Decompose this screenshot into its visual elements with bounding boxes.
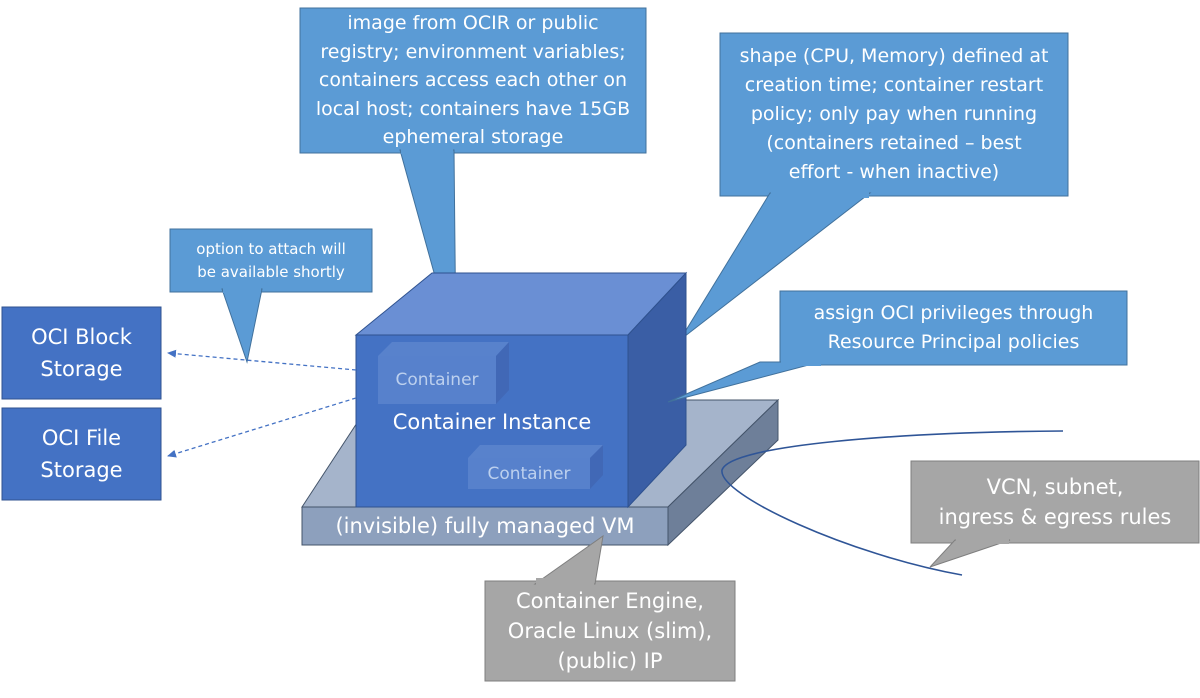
callout-attach-text: option to attach will be available short…: [196, 239, 346, 281]
callout-privileges: [667, 290, 1128, 403]
callout-engine-text: Container Engine, Oracle Linux (slim), (…: [507, 589, 713, 673]
arrow-to-block-storage: [167, 349, 357, 371]
container-instance-title: Container Instance: [392, 410, 592, 434]
callout-attach: [169, 228, 373, 364]
arrow-to-file-storage: [167, 397, 357, 458]
callout-shape: [679, 32, 1069, 341]
block-storage-label: OCI Block Storage: [31, 325, 132, 381]
callout-privileges-text: assign OCI privileges through Resource P…: [813, 302, 1094, 353]
vm-label: (invisible) fully managed VM: [335, 514, 635, 538]
container-bottom-label: Container: [487, 463, 571, 484]
container-top-label: Container: [395, 370, 479, 390]
callout-engine: [484, 534, 736, 682]
container-box-bottom: [468, 445, 603, 489]
block-storage-box: [1, 306, 162, 400]
container-box-top: [378, 342, 509, 404]
callout-image-text: image from OCIR or public registry; envi…: [315, 12, 631, 149]
callout-vcn: [910, 460, 1200, 568]
callout-vcn-text: VCN, subnet, ingress & egress rules: [938, 475, 1172, 529]
file-storage-label: OCI File Storage: [40, 426, 123, 482]
network-curve: [721, 430, 1064, 576]
callout-shape-text: shape (CPU, Memory) defined at creation …: [739, 45, 1049, 183]
file-storage-box: [1, 407, 162, 501]
